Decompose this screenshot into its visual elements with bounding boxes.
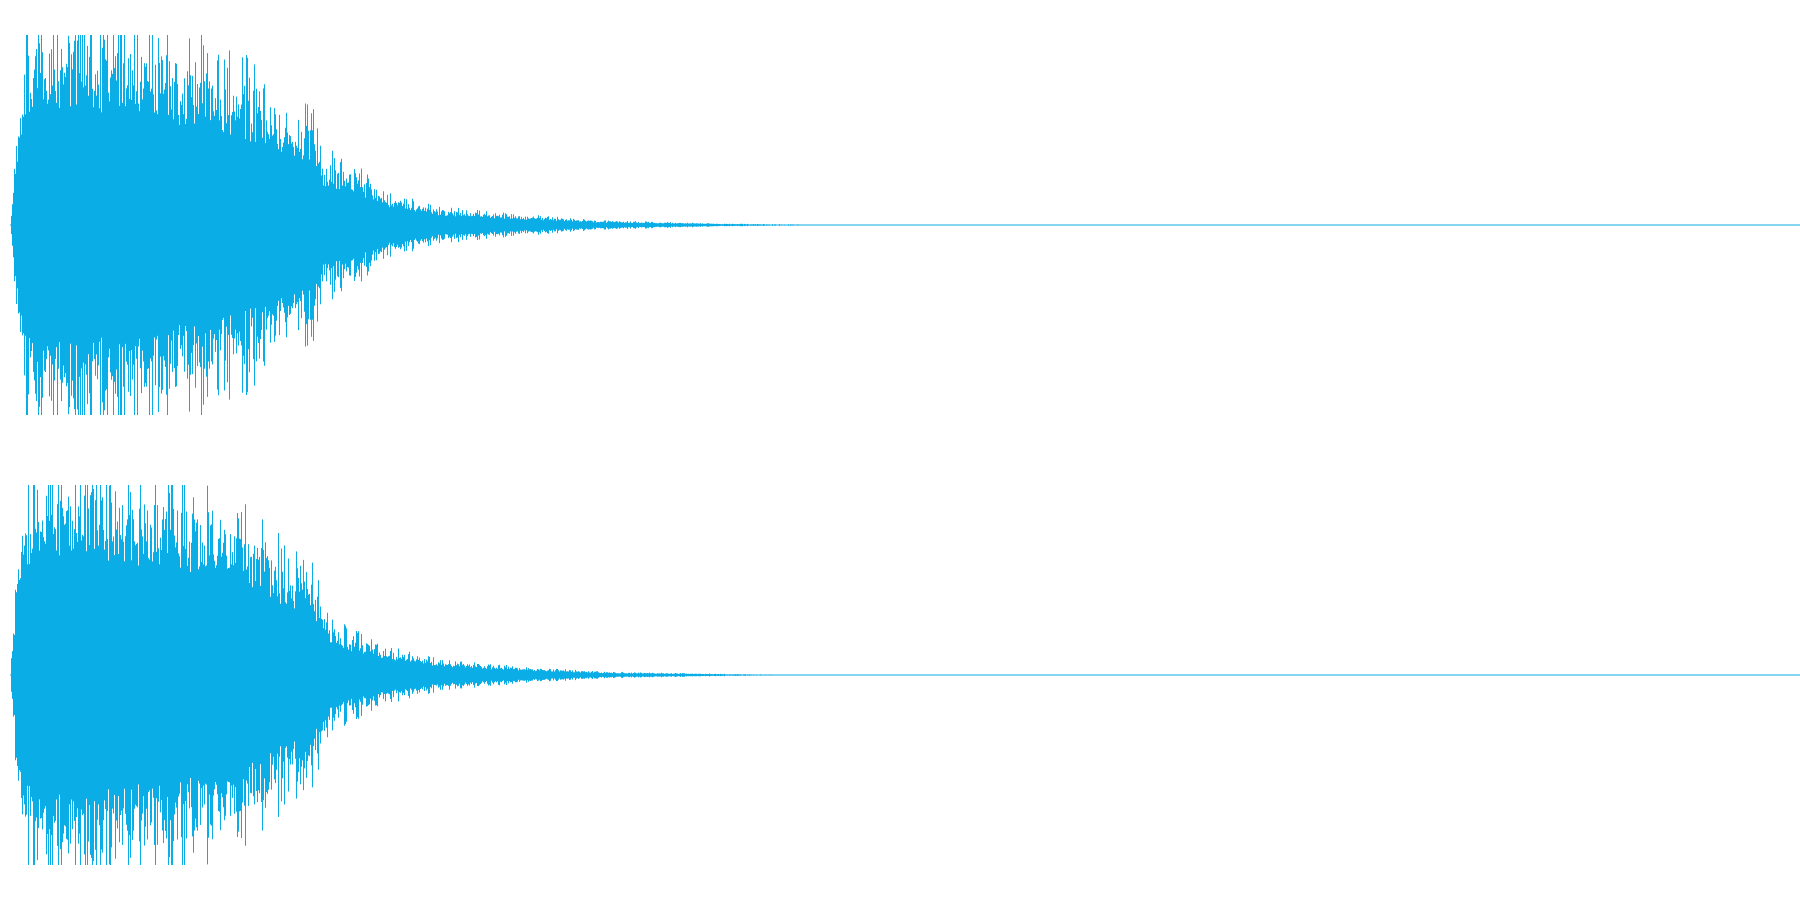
channel-right-waveform xyxy=(10,485,1800,865)
waveform-core xyxy=(13,120,817,330)
waveform-core xyxy=(13,572,781,778)
channel-left-waveform xyxy=(10,35,1800,415)
